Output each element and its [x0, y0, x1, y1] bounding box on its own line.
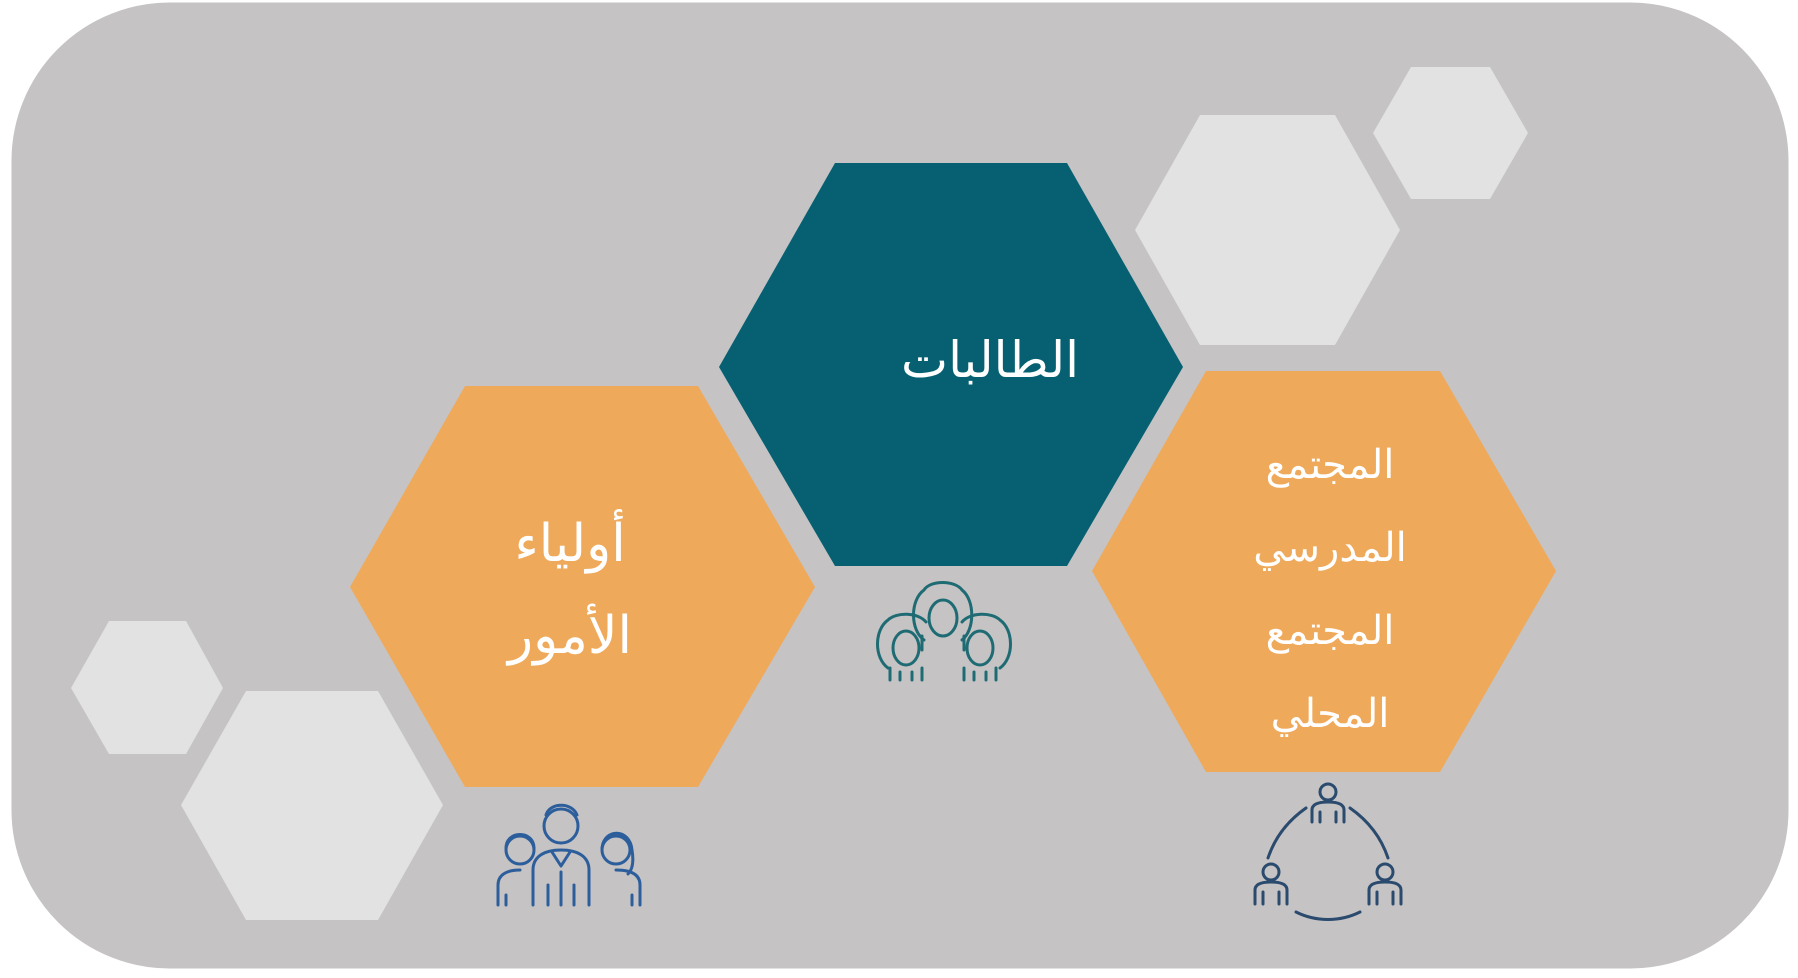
decor-hexagon-top-right-small	[1373, 67, 1528, 199]
community-label-line-1: المجتمع	[1265, 442, 1395, 488]
decor-hexagon-top-right-large	[1135, 115, 1400, 345]
community-label-line-4: المحلي	[1270, 691, 1390, 737]
students-label: الطالبات	[780, 315, 1200, 405]
community-label-line-2: المدرسي	[1253, 525, 1407, 571]
parents-label-line-2: الأمور	[508, 606, 632, 666]
female-students-group-icon	[876, 581, 1012, 682]
community-network-icon	[1253, 782, 1403, 921]
parents-label: أولياء الأمور	[400, 490, 740, 690]
parents-hexagon	[350, 386, 815, 787]
parents-label-line-1: أولياء	[514, 514, 626, 574]
community-label: المجتمع المدرسي المجتمع المحلي	[1170, 420, 1490, 760]
students-label-line: الطالبات	[901, 331, 1080, 389]
decor-hexagon-bottom-left-small	[71, 621, 223, 754]
community-label-line-3: المجتمع	[1265, 608, 1395, 654]
students-hexagon	[719, 163, 1183, 566]
decor-hexagon-bottom-left-large	[181, 691, 443, 920]
parents-group-icon	[496, 803, 642, 907]
community-hexagon	[1092, 371, 1556, 772]
